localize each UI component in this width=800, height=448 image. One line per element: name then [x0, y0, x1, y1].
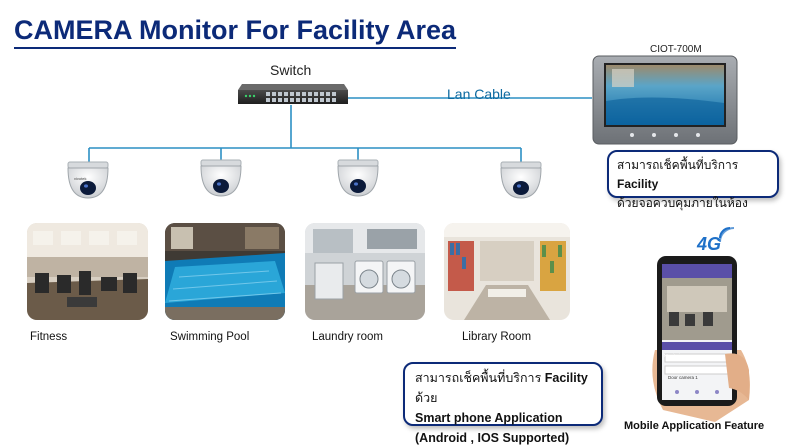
- dome-camera-icon: [200, 159, 242, 197]
- swimming-pool-photo: [165, 223, 285, 320]
- indoor-monitor-icon: [592, 55, 738, 145]
- area-label-swimming-pool: Swimming Pool: [170, 331, 250, 343]
- callout-bold-text: Facility: [544, 371, 588, 385]
- area-label-laundry-room: Laundry room: [312, 331, 383, 343]
- library-room-photo: [444, 223, 570, 320]
- callout-platform-line: (Android , IOS Supported): [415, 431, 570, 445]
- network-switch-icon: [238, 84, 348, 104]
- dome-camera-icon: vivotek: [67, 161, 109, 199]
- 4g-badge: 4G: [697, 234, 722, 254]
- smartphone-in-hand-icon: [652, 256, 750, 422]
- monitor-feature-callout: สามารถเช็คพื้นที่บริการ Facility ด้วยจอค…: [607, 150, 779, 210]
- wifi-signal-icon: [719, 227, 735, 243]
- laundry-room-photo: [305, 223, 425, 320]
- dome-camera-icon: [500, 161, 542, 199]
- svg-text:vivotek: vivotek: [74, 176, 86, 181]
- callout-bold-text: Facility: [617, 177, 659, 191]
- callout-app-line: Smart phone Application: [415, 411, 563, 425]
- monitor-model-label: CIOT-700M: [650, 44, 702, 55]
- fitness-photo: [27, 223, 148, 320]
- area-label-library-room: Library Room: [462, 331, 532, 343]
- mobile-feature-callout: สามารถเช็คพื้นที่บริการ Facility ด้วย Sm…: [403, 362, 603, 445]
- area-label-fitness: Fitness: [30, 331, 68, 343]
- callout-text: สามารถเช็คพื้นที่บริการ: [415, 371, 545, 385]
- callout-text-suffix: ด้วย: [415, 391, 438, 405]
- switch-label: Switch: [270, 62, 312, 78]
- callout-text-line2: ด้วยจอควบคุมภายในห้อง: [617, 196, 748, 210]
- callout-text: สามารถเช็คพื้นที่บริการ: [617, 158, 739, 172]
- dome-camera-icon: [337, 159, 379, 197]
- lan-cable-label: Lan Cable: [447, 86, 511, 102]
- page-title: CAMERA Monitor For Facility Area: [14, 14, 457, 49]
- phone-screen-title: Monitoring: [664, 353, 686, 358]
- phone-screen-caption: Door camera 1: [668, 375, 698, 380]
- mobile-feature-label: Mobile Application Feature: [624, 420, 765, 432]
